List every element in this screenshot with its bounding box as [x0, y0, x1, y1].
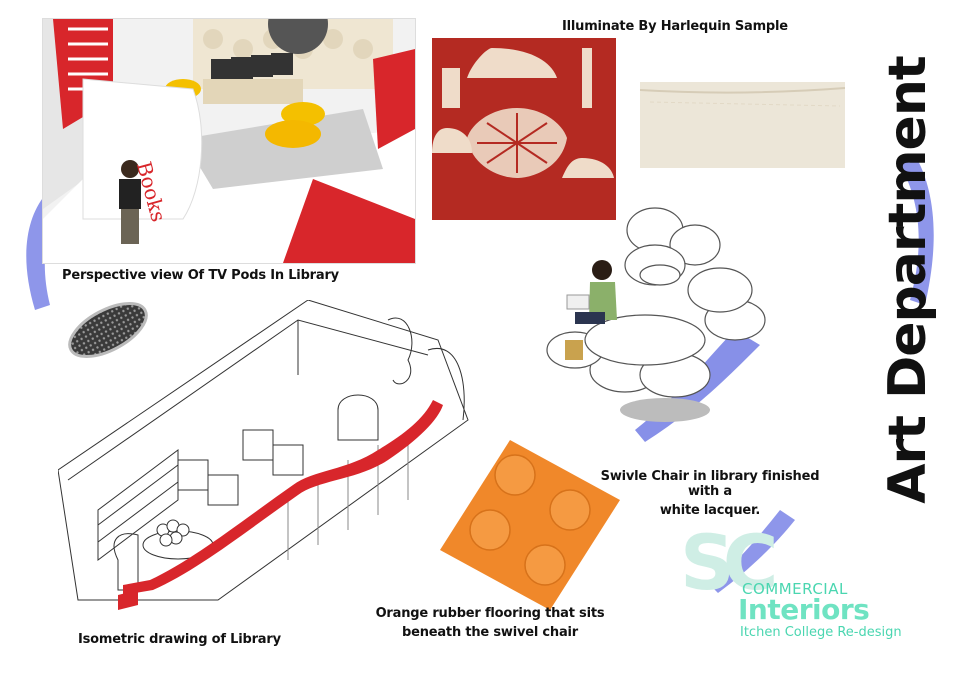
logo-commercial: COMMERCIAL	[742, 580, 848, 598]
swivel-chair-caption: Swivle Chair in library finished with a …	[590, 469, 830, 518]
page-title-text: Art Department	[878, 56, 938, 504]
logo-college: Itchen College Re-design	[740, 625, 902, 640]
orange-floor-caption-line2: beneath the swivel chair	[401, 625, 579, 640]
page-title: Art Department	[868, 56, 948, 503]
isometric-library-drawing	[58, 300, 469, 610]
commercial-interiors-logo: SC COMMERCIAL Interiors Itchen College R…	[680, 525, 930, 645]
perspective-caption: Perspective view Of TV Pods In Library	[62, 268, 339, 283]
leather-sample	[639, 82, 846, 168]
swivel-chair-caption-line2: white lacquer.	[659, 503, 761, 518]
orange-floor-caption-line1: Orange rubber flooring that sits	[375, 606, 605, 621]
swivel-chair-image	[546, 207, 766, 422]
harlequin-caption: Illuminate By Harlequin Sample	[562, 19, 788, 34]
orange-floor-caption: Orange rubber flooring that sits beneath…	[370, 606, 610, 640]
perspective-view-image: Books	[42, 18, 416, 264]
swivel-chair-caption-line1: Swivle Chair in library finished with a	[600, 469, 820, 499]
blue-brush-stroke-right	[900, 155, 934, 305]
harlequin-wallpaper-sample	[432, 38, 616, 220]
blue-brush-stroke-bottom	[710, 510, 795, 593]
logo-monogram: SC	[680, 518, 778, 607]
orange-rubber-floor-tile	[440, 440, 620, 610]
perforated-disc-sample	[68, 302, 148, 358]
logo-interiors: Interiors	[738, 593, 870, 626]
isometric-caption: Isometric drawing of Library	[78, 632, 281, 647]
